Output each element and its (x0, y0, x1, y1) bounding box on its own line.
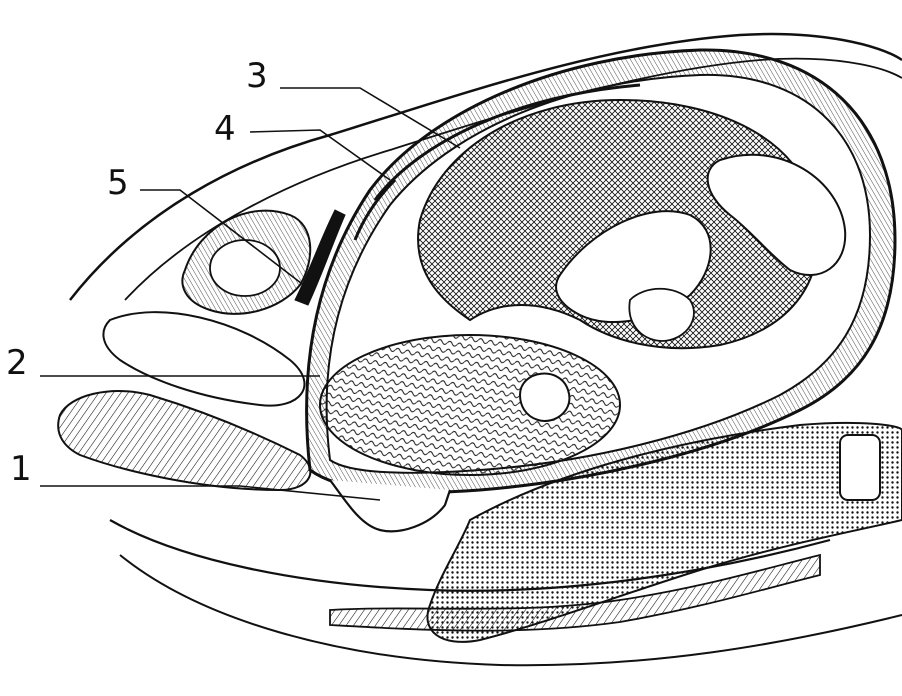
callout-label-5: 5 (107, 166, 129, 200)
callout-label-3: 3 (246, 59, 268, 93)
fetal-ear (520, 374, 569, 421)
muscle-cross-section (210, 240, 280, 296)
vertebra (840, 435, 880, 500)
callout-label-4: 4 (214, 112, 236, 146)
leader-line-1 (40, 486, 380, 500)
fetal-head (320, 335, 620, 475)
callout-label-1: 1 (10, 452, 32, 486)
callout-label-2: 2 (6, 346, 28, 380)
